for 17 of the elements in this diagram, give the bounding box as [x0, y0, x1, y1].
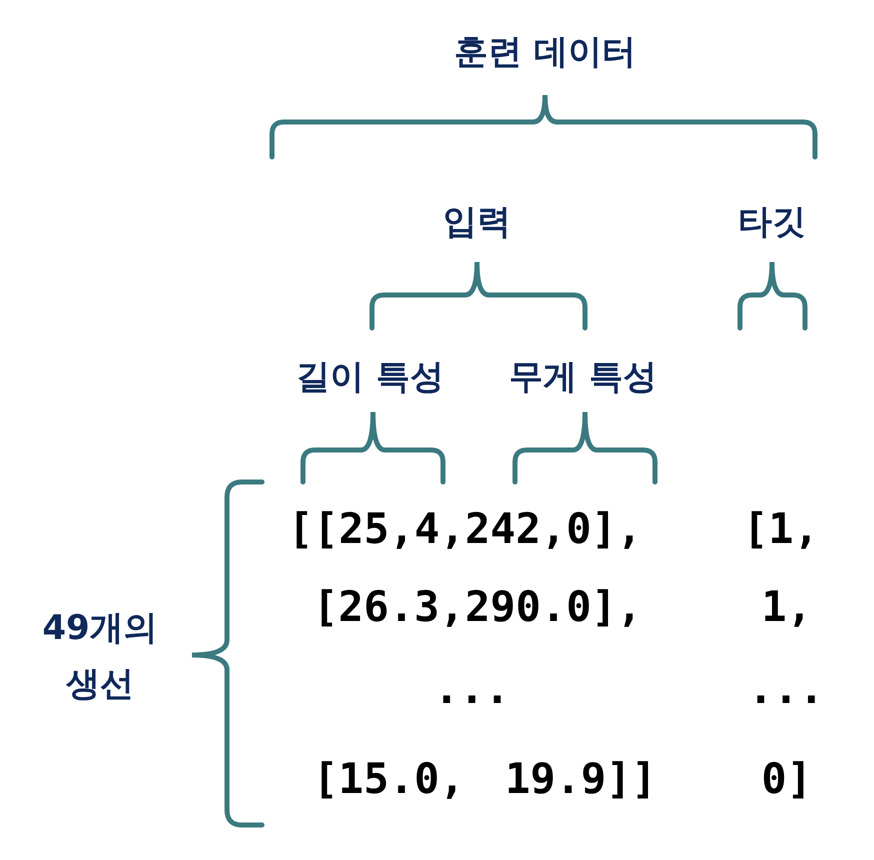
data-value: [26.3,: [313, 586, 465, 628]
data-value: [15.0,: [313, 758, 465, 800]
data-value: 0]: [761, 758, 812, 800]
data-value: [1,: [743, 508, 819, 550]
ellipsis: ...: [748, 668, 824, 710]
row-count-label: 49개의 생선: [41, 607, 159, 706]
group-heading: 타깃: [738, 205, 806, 239]
group-heading: 훈련 데이터: [454, 35, 636, 69]
data-value: 19.9]]: [505, 758, 657, 800]
data-value: 242,0],: [465, 508, 642, 550]
data-value: 290.0],: [465, 586, 642, 628]
feature-heading: 길이 특성: [296, 360, 444, 394]
ellipsis: ...: [434, 668, 510, 710]
group-heading: 입력: [443, 205, 511, 239]
data-value: [[25,4,: [288, 508, 466, 550]
feature-heading: 무게 특성: [509, 360, 657, 394]
data-value: 1,: [761, 586, 812, 628]
